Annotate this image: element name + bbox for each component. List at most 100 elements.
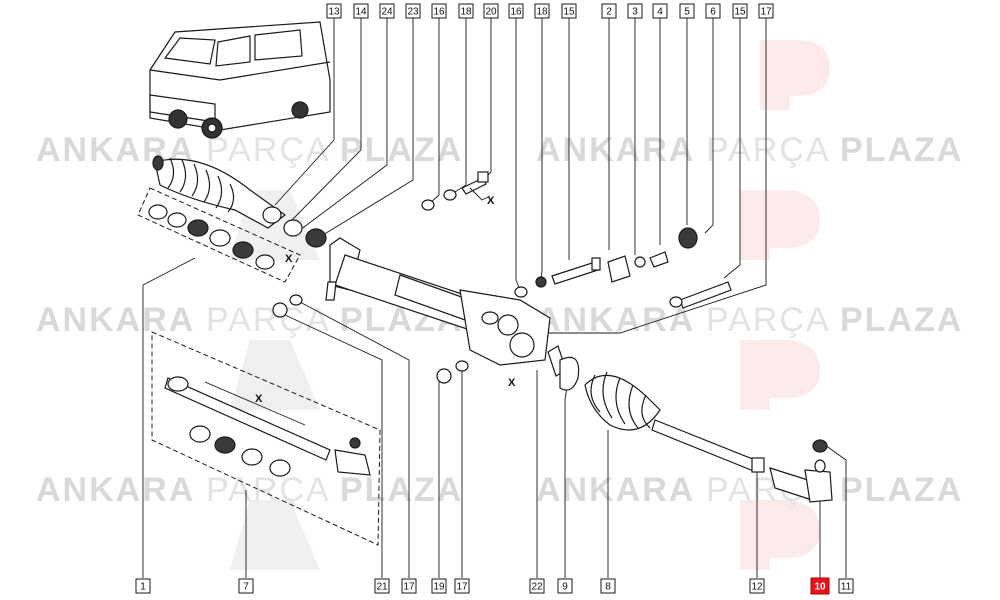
callout-box: [405, 3, 421, 19]
callout-number: 15: [563, 7, 575, 18]
callout-box: [379, 3, 395, 19]
callout-number: 22: [531, 582, 543, 593]
callout-box: [600, 578, 616, 594]
brand-text-row-1: ANKARA PARÇA PLAZA ANKARA PARÇA PLAZA: [36, 131, 963, 169]
callout-number: 23: [407, 7, 419, 18]
callout-box: [652, 3, 668, 19]
callout-number: 16: [433, 7, 445, 18]
wm-bold-5: ANKARA: [36, 301, 195, 339]
wm-bold-8: PLAZA: [840, 301, 963, 339]
watermark-layer: ANKARA PARÇA PLAZA ANKARA PARÇA PLAZA AN…: [36, 40, 963, 570]
right-bellows: X: [508, 345, 661, 431]
callout-box: [705, 3, 721, 19]
callout-bottom-7: 9: [557, 578, 573, 594]
callout-top-12: 4: [652, 3, 668, 19]
callout-number: 15: [734, 7, 746, 18]
callout-box: [679, 3, 695, 19]
callout-bottom-3: 17: [401, 578, 417, 594]
wm-bold-10: PLAZA: [340, 471, 463, 509]
callout-top-11: 3: [627, 3, 643, 19]
callout-box: [454, 578, 470, 594]
bolt-assembly-top: X: [421, 171, 495, 211]
callout-box: [458, 3, 474, 19]
callout-number: 14: [355, 7, 367, 18]
callout-box: [534, 3, 550, 19]
callout-number: 18: [460, 7, 472, 18]
callout-top-2: 24: [379, 3, 395, 19]
rack-housing: [325, 237, 551, 366]
wm-bold-12: PLAZA: [840, 471, 963, 509]
callout-number: 17: [456, 582, 468, 593]
callout-number: 9: [562, 582, 568, 593]
callout-box: [557, 578, 573, 594]
callout-top-4: 16: [431, 3, 447, 19]
callout-box: [431, 3, 447, 19]
wm-light-2: PARÇA: [706, 131, 831, 169]
wm-bold-4: PLAZA: [840, 131, 963, 169]
callout-bottom-9: 12: [749, 578, 765, 594]
brand-text-row-3: ANKARA PARÇA PLAZA ANKARA PARÇA PLAZA: [36, 471, 963, 509]
callout-bottom-1: 7: [238, 578, 254, 594]
seal-kit-upper: X: [137, 187, 301, 283]
callout-bottom-0: 1: [135, 578, 151, 594]
wm-bold-11: ANKARA: [536, 471, 695, 509]
callout-bottom-2: 21: [374, 578, 390, 594]
callout-number: 19: [433, 582, 445, 593]
callout-number: 5: [684, 7, 690, 18]
callout-number: 1: [140, 582, 146, 593]
dimension-x-label-3: X: [508, 377, 516, 389]
callout-top-6: 20: [483, 3, 499, 19]
tie-rod-kit-left: X: [151, 331, 381, 546]
callout-box: [135, 578, 151, 594]
callout-box: [374, 578, 390, 594]
callout-box: [483, 3, 499, 19]
callout-bottom-4: 19: [431, 578, 447, 594]
callout-top-14: 6: [705, 3, 721, 19]
callout-top-8: 18: [534, 3, 550, 19]
callout-top-7: 16: [508, 3, 524, 19]
rack-fasteners: [272, 227, 732, 384]
callout-box: [238, 578, 254, 594]
callout-box: [561, 3, 577, 19]
callout-box: [508, 3, 524, 19]
left-bellows: [152, 155, 287, 229]
wm-bold-2: PLAZA: [340, 131, 463, 169]
right-tie-rod: [651, 419, 833, 503]
dimension-x-label-2: X: [487, 195, 495, 207]
callout-number: 2: [606, 7, 612, 18]
callout-top-13: 5: [679, 3, 695, 19]
callout-box: [529, 578, 545, 594]
callout-number: 21: [376, 582, 388, 593]
callout-bottom-8: 8: [600, 578, 616, 594]
callout-number: 7: [243, 582, 249, 593]
callout-top-1: 14: [353, 3, 369, 19]
callout-top-16: 17: [758, 3, 774, 19]
callout-number: 3: [632, 7, 638, 18]
callout-number: 20: [485, 7, 497, 18]
callout-top-0: 13: [326, 3, 342, 19]
callout-number: 17: [760, 7, 772, 18]
callout-number: 6: [710, 7, 716, 18]
wm-light-3: PARÇA: [206, 301, 331, 339]
wm-light-5: PARÇA: [206, 471, 331, 509]
callout-number: 16: [510, 7, 522, 18]
callout-box: [732, 3, 748, 19]
callout-number: 17: [403, 582, 415, 593]
callout-bottom-6: 22: [529, 578, 545, 594]
callout-box: [353, 3, 369, 19]
callout-box: [401, 578, 417, 594]
callout-box: [601, 3, 617, 19]
van-illustration: [149, 21, 331, 139]
callout-number: 13: [328, 7, 340, 18]
ap-logo-watermark: [230, 40, 830, 570]
callout-top-9: 15: [561, 3, 577, 19]
callout-box: [431, 578, 447, 594]
callout-box: [758, 3, 774, 19]
callout-box: [627, 3, 643, 19]
callout-top-3: 23: [405, 3, 421, 19]
callout-box: [326, 3, 342, 19]
callout-box: [749, 578, 765, 594]
callout-number: 10: [814, 582, 826, 593]
